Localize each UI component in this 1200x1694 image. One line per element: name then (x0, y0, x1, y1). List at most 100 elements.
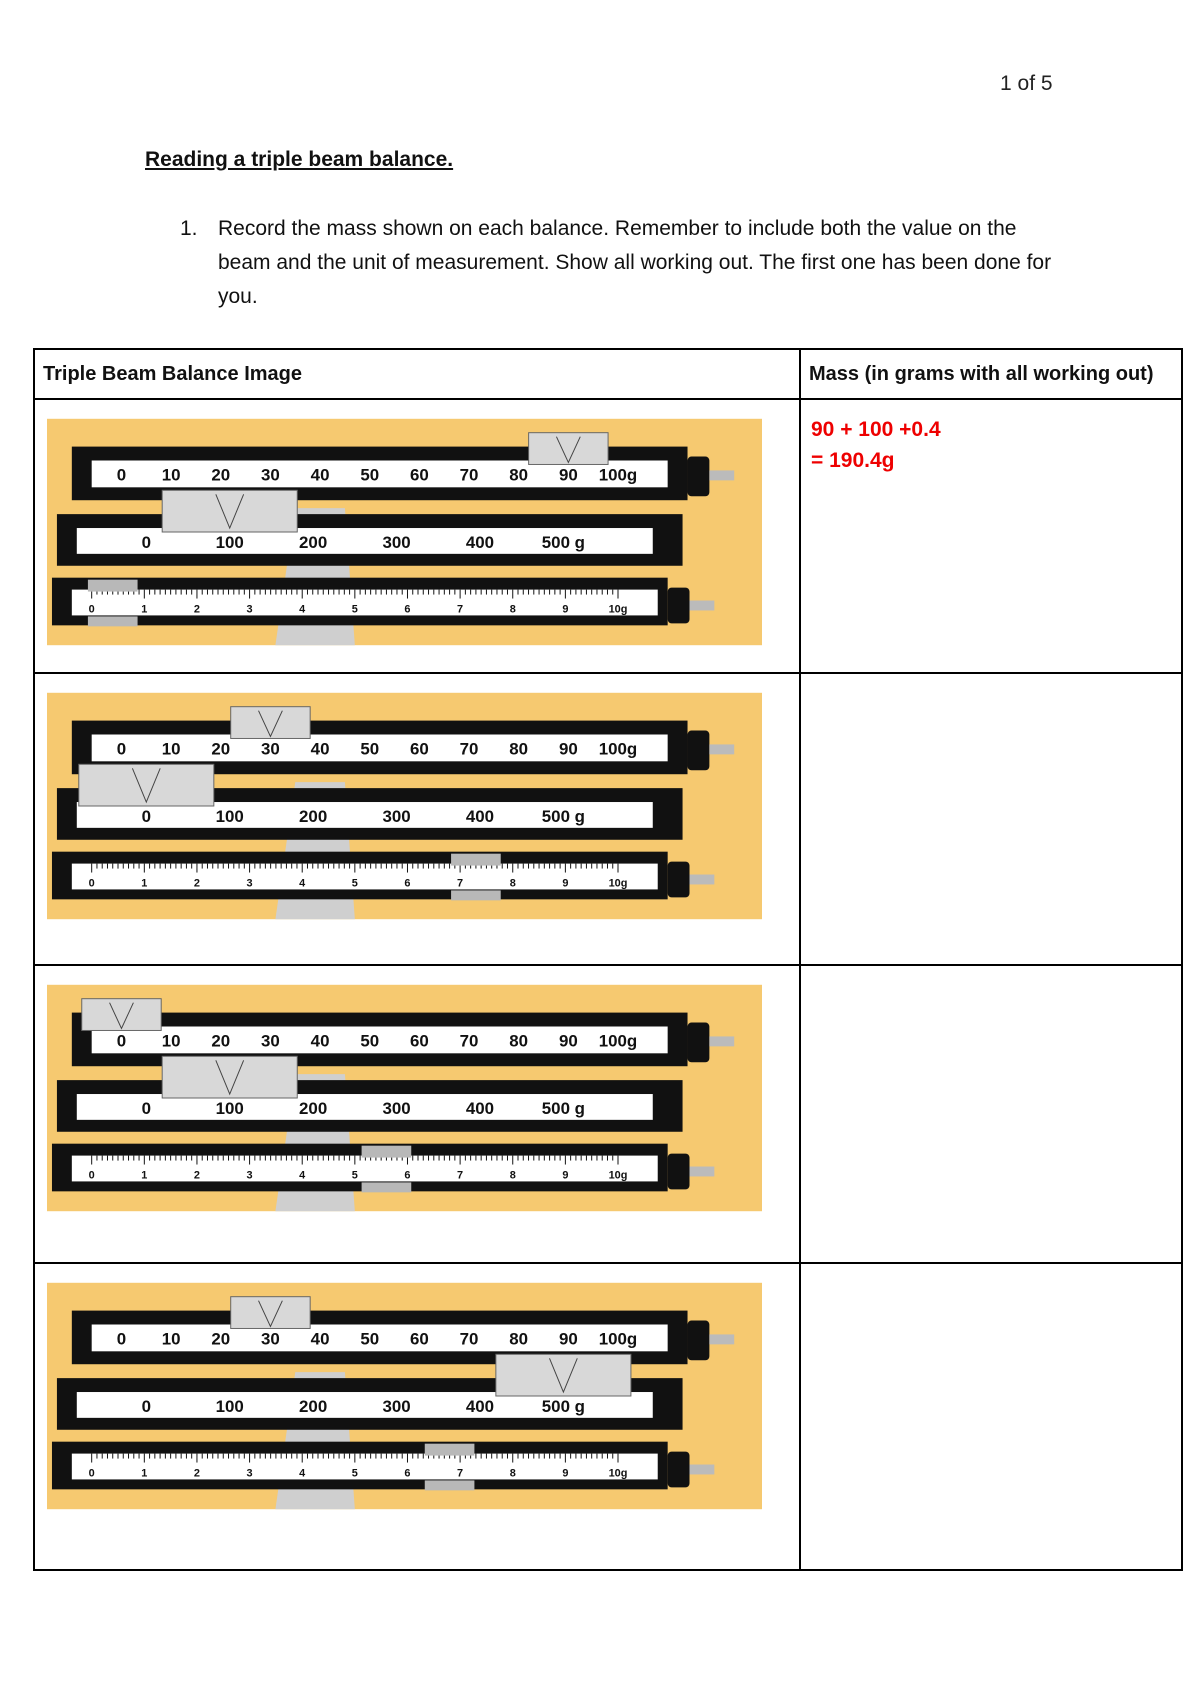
beam-500-tick-label: 300 (382, 1397, 410, 1416)
adjust-screw-icon (689, 600, 715, 611)
beam-10-tick-label: 7 (457, 877, 463, 889)
beam-10-tick-label: 6 (404, 1169, 410, 1181)
beam-100-tick-label: 50 (360, 1031, 379, 1050)
beam-10-tick-label: 3 (247, 1467, 253, 1479)
beam-500-tick-label: 100 (216, 1099, 244, 1118)
beam-500-tick-label: 400 (466, 1099, 494, 1118)
beam-100-scale (91, 1324, 668, 1352)
beam-100-tick-label: 50 (360, 739, 379, 758)
beam-100-tick-label: 100g (599, 465, 637, 484)
beam-10-tick-label: 8 (510, 877, 516, 889)
beam-500-tick-label: 0 (142, 807, 151, 826)
beam-500-tick-label: 200 (299, 1099, 327, 1118)
beam-10-rider-base (451, 890, 501, 901)
mass-answer-cell[interactable]: 90 + 100 +0.4= 190.4g (799, 398, 1183, 674)
beam-100-tick-label: 80 (509, 465, 528, 484)
beam-100-tick-label: 70 (460, 739, 479, 758)
beam-100-tick-label: 30 (261, 739, 280, 758)
instruction: 1. Record the mass shown on each balance… (180, 212, 1060, 314)
beam-100-tick-label: 60 (410, 1031, 429, 1050)
beam-100-tick-label: 20 (211, 739, 230, 758)
pivot-knob (667, 861, 690, 898)
beam-10-tick-label: 10g (609, 603, 628, 615)
beam-10-tick-label: 3 (247, 877, 253, 889)
beam-10-rider (424, 1443, 475, 1456)
beam-10-tick-label: 6 (404, 603, 410, 615)
beam-500-rider (78, 763, 215, 807)
beam-100-rider (230, 1296, 311, 1329)
rider-pointer (549, 1358, 578, 1394)
beam-10-tick-label: 10g (609, 1169, 628, 1181)
beam-100-tick-label: 10 (162, 1031, 181, 1050)
beam-100-tick-label: 70 (460, 465, 479, 484)
beam-10-tick-label: 1 (141, 1169, 147, 1181)
beam-10-tick-label: 4 (299, 877, 305, 889)
beam-100-rider (81, 998, 162, 1031)
beam-500-tick-label: 500 g (542, 533, 585, 552)
adjust-screw-icon (709, 744, 735, 755)
beam-500-tick-label: 400 (466, 1397, 494, 1416)
beam-100-tick-label: 90 (559, 1329, 578, 1348)
beam-100-tick-label: 90 (559, 465, 578, 484)
beam-100-tick-label: 30 (261, 465, 280, 484)
worksheet-title: Reading a triple beam balance. (145, 148, 454, 171)
beam-10-tick-label: 8 (510, 603, 516, 615)
beam-100-rider (230, 706, 311, 739)
beam-100-tick-label: 50 (360, 465, 379, 484)
beam-10-rider-base (361, 1182, 412, 1193)
beam-500-tick-label: 400 (466, 807, 494, 826)
beam-10-tick-label: 6 (404, 877, 410, 889)
beam-10-tick-label: 3 (247, 1169, 253, 1181)
beam-10-tick-label: 2 (194, 877, 200, 889)
answer-line: = 190.4g (811, 449, 895, 472)
balance-table: Triple Beam Balance Image Mass (in grams… (33, 348, 1183, 1571)
beam-10-rider-base (87, 616, 138, 627)
beam-10-tick-label: 0 (89, 1467, 95, 1479)
mass-answer-cell[interactable] (799, 672, 1183, 966)
beam-500-rider (161, 489, 298, 533)
beam-500-tick-label: 0 (142, 1099, 151, 1118)
adjust-screw-icon (689, 1166, 715, 1177)
rider-pointer (258, 710, 283, 738)
beam-100-tick-label: 40 (311, 465, 330, 484)
beam-10-tick-label: 5 (352, 1169, 358, 1181)
beam-100-tick-label: 60 (410, 1329, 429, 1348)
beam-100-tick-label: 10 (162, 1329, 181, 1348)
beam-100-tick-label: 30 (261, 1329, 280, 1348)
beam-10-tick-label: 5 (352, 1467, 358, 1479)
beam-10-tick-label: 9 (562, 603, 568, 615)
instruction-text: Record the mass shown on each balance. R… (218, 217, 1052, 308)
beam-100-tick-label: 30 (261, 1031, 280, 1050)
beam-10-tick-label: 5 (352, 877, 358, 889)
beam-100-tick-label: 90 (559, 1031, 578, 1050)
beam-100-tick-label: 80 (509, 1031, 528, 1050)
page-indicator: 1 of 5 (1000, 72, 1053, 95)
beam-500-tick-label: 500 g (542, 1397, 585, 1416)
beam-10-tick-label: 7 (457, 1169, 463, 1181)
beam-500-tick-label: 300 (382, 807, 410, 826)
beam-100-tick-label: 40 (311, 739, 330, 758)
rider-pointer (258, 1300, 283, 1328)
beam-10-tick-label: 1 (141, 1467, 147, 1479)
beam-10-tick-label: 1 (141, 603, 147, 615)
adjust-screw-icon (689, 1464, 715, 1475)
beam-500-rider (161, 1055, 298, 1099)
beam-500-tick-label: 0 (142, 533, 151, 552)
mass-answer-cell[interactable] (799, 964, 1183, 1264)
beam-10-tick-label: 3 (247, 603, 253, 615)
beam-100-tick-label: 0 (117, 1329, 126, 1348)
beam-10-tick-label: 9 (562, 1169, 568, 1181)
mass-answer-cell[interactable] (799, 1262, 1183, 1571)
beam-10-tick-label: 4 (299, 1169, 305, 1181)
beam-100-tick-label: 100g (599, 1329, 637, 1348)
pivot-knob (687, 1022, 710, 1063)
beam-10-tick-label: 0 (89, 877, 95, 889)
pivot-knob (667, 1451, 690, 1488)
